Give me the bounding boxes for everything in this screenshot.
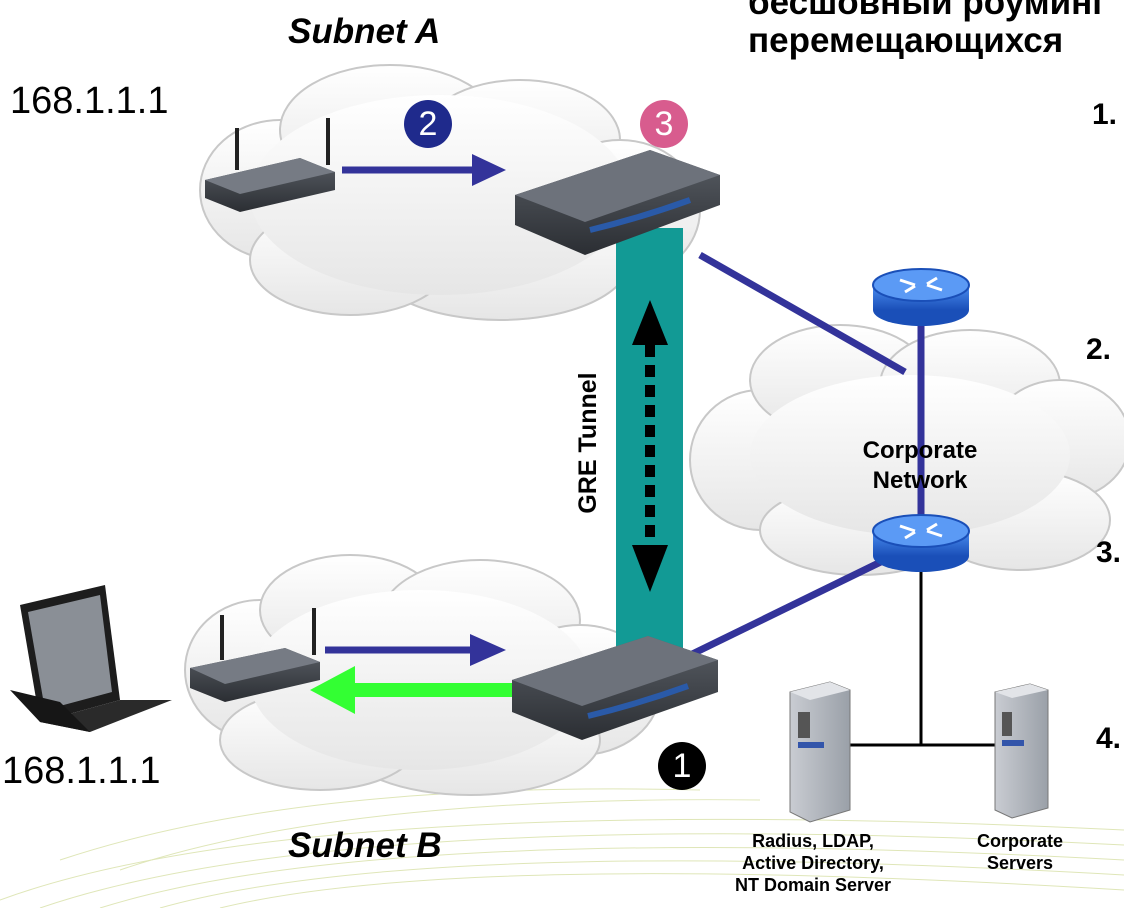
step-number-3: 3. bbox=[1096, 536, 1122, 569]
link-controller-b-router bbox=[678, 551, 897, 664]
ip-label-bottom: 168.1.1.1 bbox=[2, 750, 161, 792]
corporate-servers-line-2: Servers bbox=[986, 853, 1054, 873]
auth-server-label: Radius, LDAP, Active Directory, NT Domai… bbox=[728, 830, 898, 896]
step-number-4: 4. bbox=[1096, 722, 1122, 755]
page-title-line-1: бесшовный роуминг bbox=[748, 0, 1107, 22]
ip-label-top: 168.1.1.1 bbox=[10, 80, 169, 122]
controller-b bbox=[512, 636, 718, 740]
badge-step-3: 3 bbox=[640, 100, 688, 148]
access-point-a bbox=[205, 118, 335, 212]
corporate-network-line-1: Corporate bbox=[862, 437, 978, 464]
subnet-a-label: Subnet A bbox=[288, 12, 441, 51]
tunnel-dotted-arrow bbox=[632, 300, 668, 592]
laptop bbox=[10, 585, 172, 732]
router-bottom bbox=[872, 514, 970, 572]
network-links bbox=[678, 251, 925, 664]
auth-server bbox=[789, 681, 851, 823]
corporate-servers-label: Corporate Servers bbox=[970, 830, 1070, 874]
step-number-1: 1. bbox=[1092, 98, 1118, 131]
corporate-network-label: Corporate Network bbox=[820, 436, 1020, 496]
auth-server-line-3: NT Domain Server bbox=[734, 875, 892, 895]
cloud-subnet-b bbox=[184, 554, 661, 796]
badge-step-1: 1 bbox=[658, 742, 706, 790]
link-controller-a-router bbox=[698, 251, 907, 376]
corporate-servers-line-1: Corporate bbox=[976, 831, 1063, 851]
corporate-network-line-2: Network bbox=[872, 467, 968, 494]
gre-tunnel-label: GRE Tunnel bbox=[574, 372, 602, 514]
access-point-b bbox=[190, 608, 320, 702]
badge-step-2: 2 bbox=[404, 100, 452, 148]
auth-server-line-1: Radius, LDAP, bbox=[752, 831, 874, 851]
controller-a bbox=[515, 150, 720, 255]
cloud-corporate bbox=[689, 324, 1124, 576]
decorative-swoosh bbox=[0, 788, 1124, 908]
corporate-server bbox=[994, 683, 1049, 819]
subnet-b-label: Subnet B bbox=[288, 826, 442, 865]
auth-server-line-2: Active Directory, bbox=[742, 853, 884, 873]
step-number-2: 2. bbox=[1086, 333, 1112, 366]
flow-arrows bbox=[310, 154, 512, 714]
router-top bbox=[872, 268, 970, 326]
server-links bbox=[843, 562, 998, 747]
page-title-line-2: перемещающихся bbox=[748, 21, 1064, 60]
